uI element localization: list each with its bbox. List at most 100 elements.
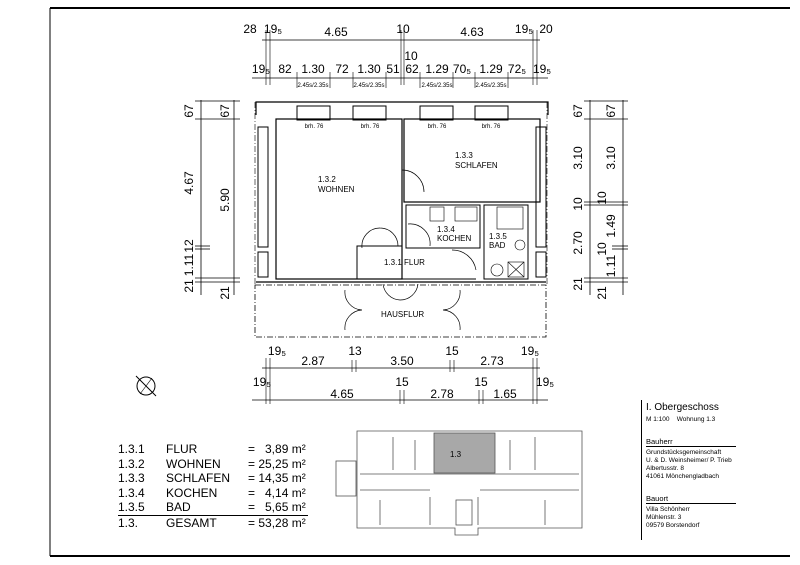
dim-label: 1.30 — [357, 62, 381, 76]
client-line: 41061 Mönchengladbach — [646, 473, 720, 480]
dim-label: 1.11 — [182, 253, 196, 276]
dim-label: 13 — [348, 344, 362, 358]
left-dimension-labels: 67 4.67 12 1.11 21 67 5.90 21 — [182, 104, 232, 300]
north-arrow-icon — [135, 375, 157, 397]
left-dimensions — [195, 100, 240, 295]
dim-label: 2.87 — [301, 354, 325, 368]
room-name: WOHNEN — [166, 456, 221, 471]
building-overview-plan — [335, 430, 583, 536]
room-number: 1.3.1 — [118, 442, 145, 456]
room-name: FLUR — [166, 442, 198, 456]
dim-label: 51 — [386, 62, 400, 76]
unit: Wohnung 1.3 — [676, 416, 716, 423]
site-line: 09579 Borstendorf — [646, 522, 700, 529]
bottom-dimension-labels: 19₅ 2.87 13 3.50 15 2.73 19₅ 19₅ 4.65 15… — [253, 344, 554, 401]
dim-label: 4.65 — [324, 25, 348, 39]
dim-label: 4.65 — [330, 387, 354, 401]
top-dimension-labels: 28 19₅ 4.65 10 4.63 19₅ 20 19₅ 82 1.30 7… — [243, 22, 553, 76]
top-dimensions — [252, 30, 548, 88]
dim-label: 67 — [604, 104, 618, 118]
dim-label: 1.11 — [604, 254, 618, 277]
dim-label: 2.78 — [430, 387, 454, 401]
room-name: KOCHEN — [437, 234, 471, 243]
dim-label: 3.10 — [571, 146, 585, 170]
room-number: 1.3.3 — [455, 151, 473, 160]
dim-label: 72₅ — [508, 62, 526, 76]
legend-row: 1.3.5 BAD = 5,65 m² — [118, 500, 308, 515]
room-number: 1.3.4 — [118, 485, 145, 500]
dim-label: 3.10 — [604, 146, 618, 170]
client-line: Albertusstr. 8 — [646, 465, 684, 472]
dim-label: 12 — [182, 239, 196, 253]
dim-label: 19₅ — [253, 375, 271, 389]
dim-label: 1.29 — [425, 62, 449, 76]
room-number: 1.3.5 — [489, 232, 507, 241]
dim-label: 2.70 — [571, 231, 585, 255]
dim-label: 10 — [595, 191, 609, 205]
dim-label: 10 — [595, 242, 609, 256]
room-name: BAD — [166, 500, 191, 515]
dim-label: 19₅ — [521, 344, 539, 358]
window-label: 2.45s/2.35s — [475, 83, 506, 89]
dim-label: 28 — [243, 22, 257, 36]
dim-label: 21 — [595, 286, 609, 300]
dim-label: 3.50 — [390, 354, 414, 368]
dim-label: 67 — [182, 104, 196, 118]
dim-label: 15 — [474, 375, 488, 389]
room-number: 1.3.2 — [318, 175, 336, 184]
room-name: BAD — [489, 241, 506, 250]
title-block: I. Obergeschoss M 1:100 Wohnung 1.3 Bauh… — [641, 400, 736, 540]
dim-label: 10 — [396, 22, 410, 36]
room-name: KOCHEN — [166, 485, 218, 500]
room-area: = 4,14 m² — [248, 485, 306, 500]
right-dimensions — [584, 100, 628, 295]
site-heading: Bauort — [646, 495, 736, 504]
overview-unit-label: 1.3 — [450, 450, 462, 459]
room-area: = 5,65 m² — [248, 500, 306, 515]
dim-label: 10 — [404, 49, 418, 63]
room-name: 1.3.1 FLUR — [384, 258, 425, 267]
site-line: Villa Schönherr — [646, 506, 690, 513]
dim-label: 21 — [571, 277, 585, 291]
parapet-label: brh. 76 — [305, 124, 324, 130]
scale: M 1:100 — [646, 416, 670, 423]
dim-label: 5.90 — [218, 188, 232, 212]
room-area: = 14,35 m² — [248, 471, 306, 486]
dim-label: 2.73 — [480, 354, 504, 368]
dim-label: 62 — [405, 62, 419, 76]
apartment-plan — [254, 101, 549, 338]
drawing-frame — [49, 7, 790, 557]
room-name: SCHLAFEN — [166, 471, 231, 486]
dim-label: 67 — [571, 104, 585, 118]
client-line: U. & D. Weinsheimer/ P. Trieb — [646, 457, 732, 464]
room-name: SCHLAFEN — [455, 161, 498, 170]
dim-label: 15 — [445, 344, 459, 358]
dim-label: 1.29 — [479, 62, 503, 76]
legend-total-row: 1.3.GESAMT= 53,28 m² — [118, 514, 308, 531]
parapet-label: brh. 76 — [428, 124, 447, 130]
room-name: HAUSFLUR — [381, 310, 424, 319]
dim-label: 19₅ — [252, 62, 270, 76]
dim-label: 21 — [218, 286, 232, 300]
room-number: 1.3. — [118, 515, 139, 530]
room-number: 1.3.5 — [118, 500, 145, 515]
dim-label: 82 — [278, 62, 292, 76]
room-name: GESAMT — [166, 515, 217, 530]
window-label: 2.45s/2.35s — [421, 83, 452, 89]
bottom-dimensions — [252, 358, 548, 404]
window-label: 2.45s/2.35s — [353, 83, 384, 89]
room-area: = 25,25 m² — [248, 456, 306, 471]
room-name: WOHNEN — [318, 185, 355, 194]
client-line: Grundstücksgemeinschaft — [646, 449, 722, 456]
dim-label: 20 — [539, 22, 553, 36]
room-number: 1.3.3 — [118, 471, 145, 486]
dim-label: 21 — [182, 279, 196, 293]
dim-label: 72 — [335, 62, 349, 76]
dim-label: 1.49 — [604, 214, 618, 238]
right-dimension-labels: 67 3.10 10 2.70 21 67 3.10 10 1.49 10 1.… — [571, 104, 618, 300]
scale-and-unit: M 1:100 Wohnung 1.3 — [646, 416, 736, 424]
room-number: 1.3.4 — [437, 225, 455, 234]
